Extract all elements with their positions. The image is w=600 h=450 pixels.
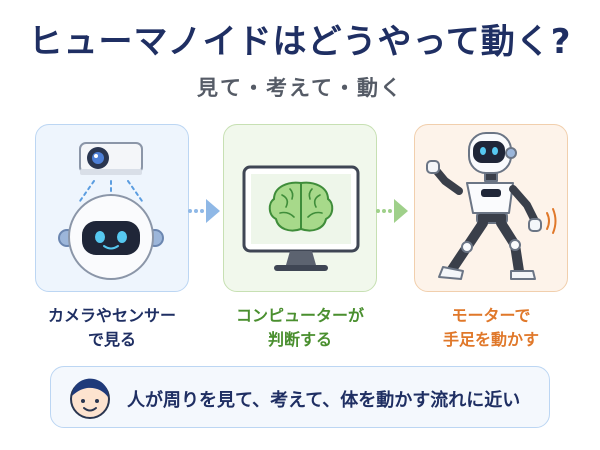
step-caption-line: カメラやセンサー [47,306,176,325]
step-caption-think: コンピューターが 判断する [210,304,390,352]
child-face-icon [67,374,113,424]
camera-and-robot-head-icon [58,142,164,280]
step-caption-sense: カメラやセンサー で見る [22,304,202,352]
summary-banner: 人が周りを見て、考えて、体を動かす流れに近い [50,366,550,428]
step-caption-line: モーターで [451,306,531,325]
step-caption-line: 判断する [267,330,332,349]
summary-text: 人が周りを見て、考えて、体を動かす流れに近い [127,390,521,411]
flow-arrow-1 [186,197,222,225]
step-caption-act: モーターで 手足を動かす [401,304,581,352]
flow-arrow-2 [374,197,410,225]
walking-robot-icon [426,132,557,280]
page-subtitle: 見て・考えて・動く [197,76,403,100]
step-card-act [414,124,568,292]
step-card-think [223,124,377,292]
monitor-brain-icon [242,165,360,271]
step-caption-line: で見る [87,330,136,349]
page-title: ヒューマノイドはどうやって動く? [28,22,572,62]
step-caption-line: 手足を動かす [442,330,539,349]
step-caption-line: コンピューターが [235,306,364,325]
step-card-sense [35,124,189,292]
